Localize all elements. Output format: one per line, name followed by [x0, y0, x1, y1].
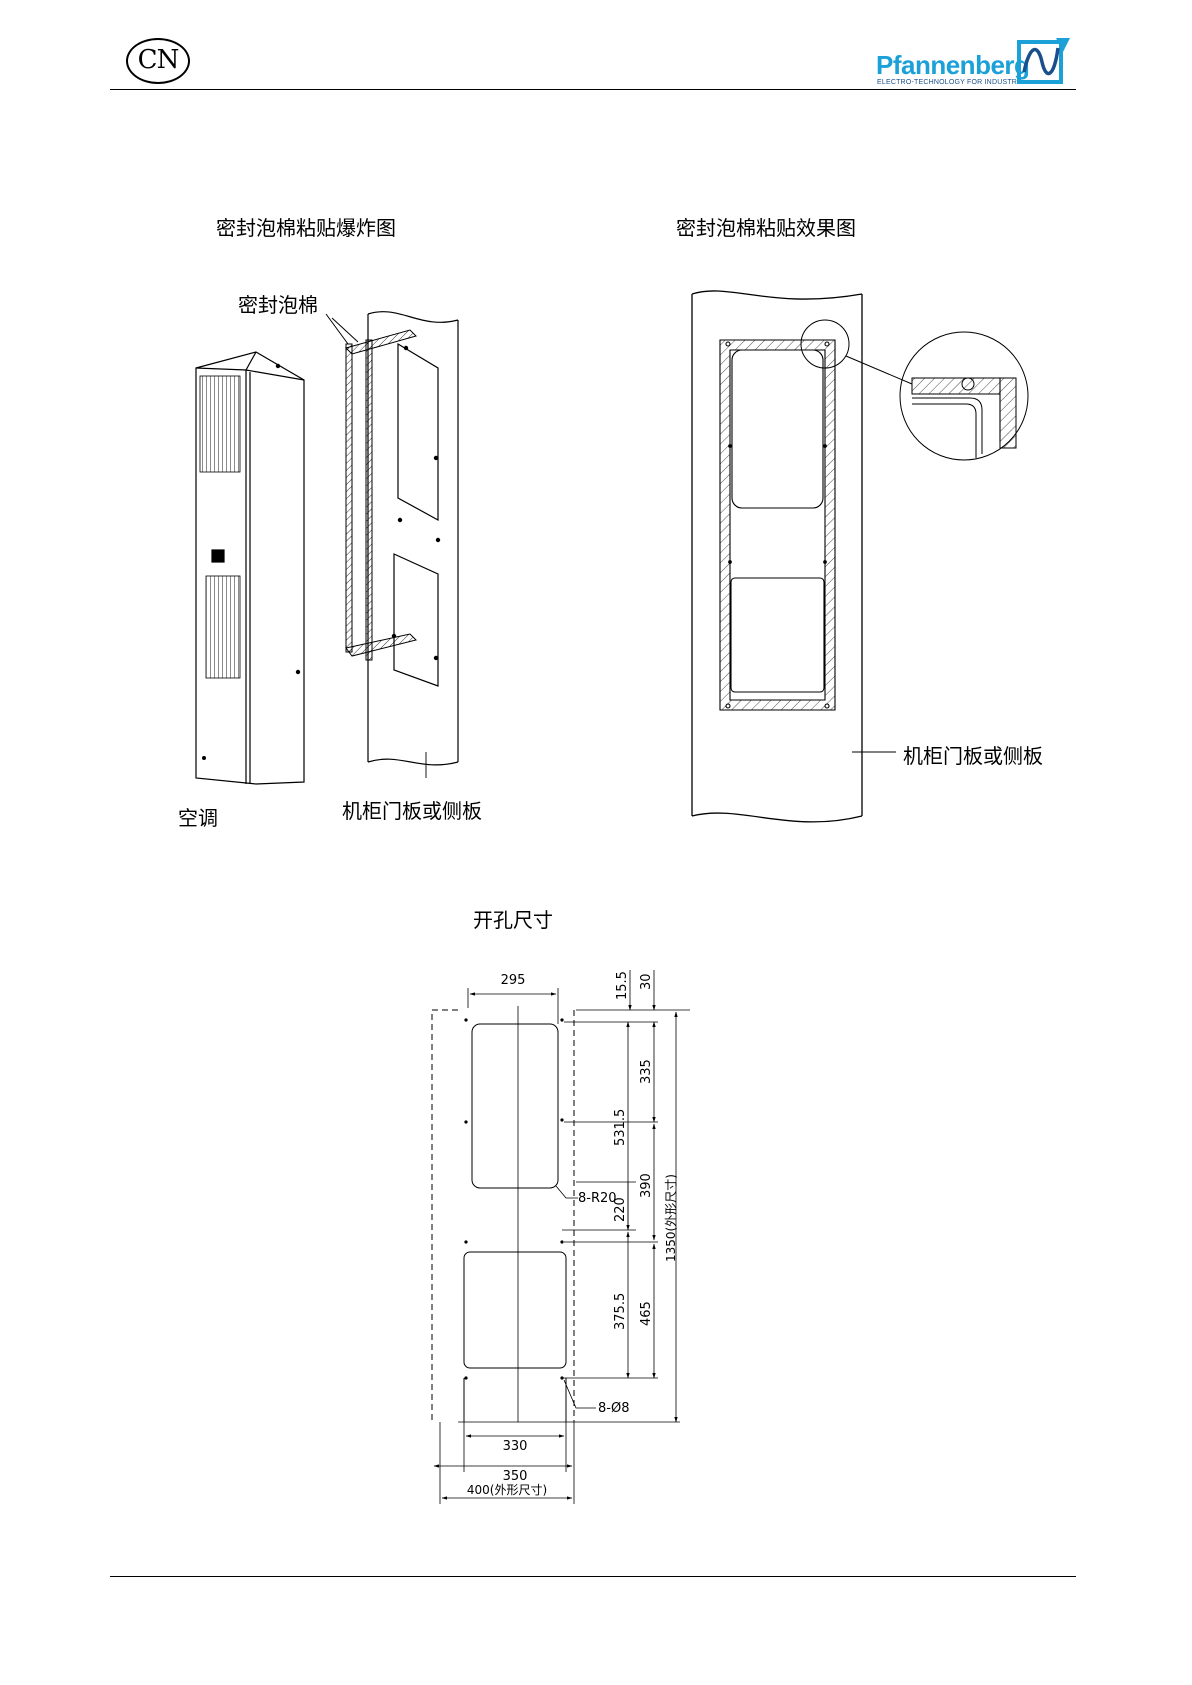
dim-30: 30 — [639, 973, 654, 990]
mounting-holes — [464, 1018, 563, 1379]
dim-350: 350 — [503, 1469, 528, 1484]
brand-name: Pfannenberg — [876, 50, 1029, 81]
dim-295: 295 — [501, 973, 526, 988]
cn-language-badge: CN — [126, 38, 190, 84]
dim-465: 465 — [639, 1301, 654, 1326]
effect-view-title: 密封泡棉粘贴效果图 — [676, 212, 856, 241]
dim-531-5: 531.5 — [613, 1109, 628, 1146]
dim-390: 390 — [639, 1173, 654, 1198]
corner-radius-note: 8-R20 — [578, 1191, 617, 1206]
dim-400-overall: 400(外形尺寸) — [467, 1483, 547, 1497]
dim-375-5: 375.5 — [613, 1293, 628, 1330]
foam-strips — [326, 314, 416, 660]
cutout-dimension-drawing: 295 15.5 30 335 531.5 390 220 375.5 465 … — [400, 960, 750, 1520]
cutout-title: 开孔尺寸 — [473, 904, 553, 933]
hole-note: 8-Ø8 — [598, 1401, 629, 1416]
footer-rule — [110, 1576, 1076, 1577]
dim-1350-overall: 1350(外形尺寸) — [664, 1174, 678, 1262]
dim-335: 335 — [639, 1059, 654, 1084]
cabinet-panel — [368, 312, 458, 778]
brand-tagline: ELECTRO-TECHNOLOGY FOR INDUSTRY — [877, 79, 1022, 86]
dim-15-5: 15.5 — [615, 971, 630, 1000]
air-conditioner-unit — [196, 352, 304, 784]
dim-330: 330 — [503, 1439, 528, 1454]
pfannenberg-logo-icon — [1016, 34, 1072, 86]
exploded-view-drawing — [170, 300, 510, 840]
effect-view-drawing — [680, 286, 1060, 836]
exploded-view-title: 密封泡棉粘贴爆炸图 — [216, 212, 396, 241]
sealed-frame — [720, 340, 835, 710]
header-rule — [110, 89, 1076, 90]
dimension-labels: 295 15.5 30 335 531.5 390 220 375.5 465 … — [467, 971, 678, 1497]
